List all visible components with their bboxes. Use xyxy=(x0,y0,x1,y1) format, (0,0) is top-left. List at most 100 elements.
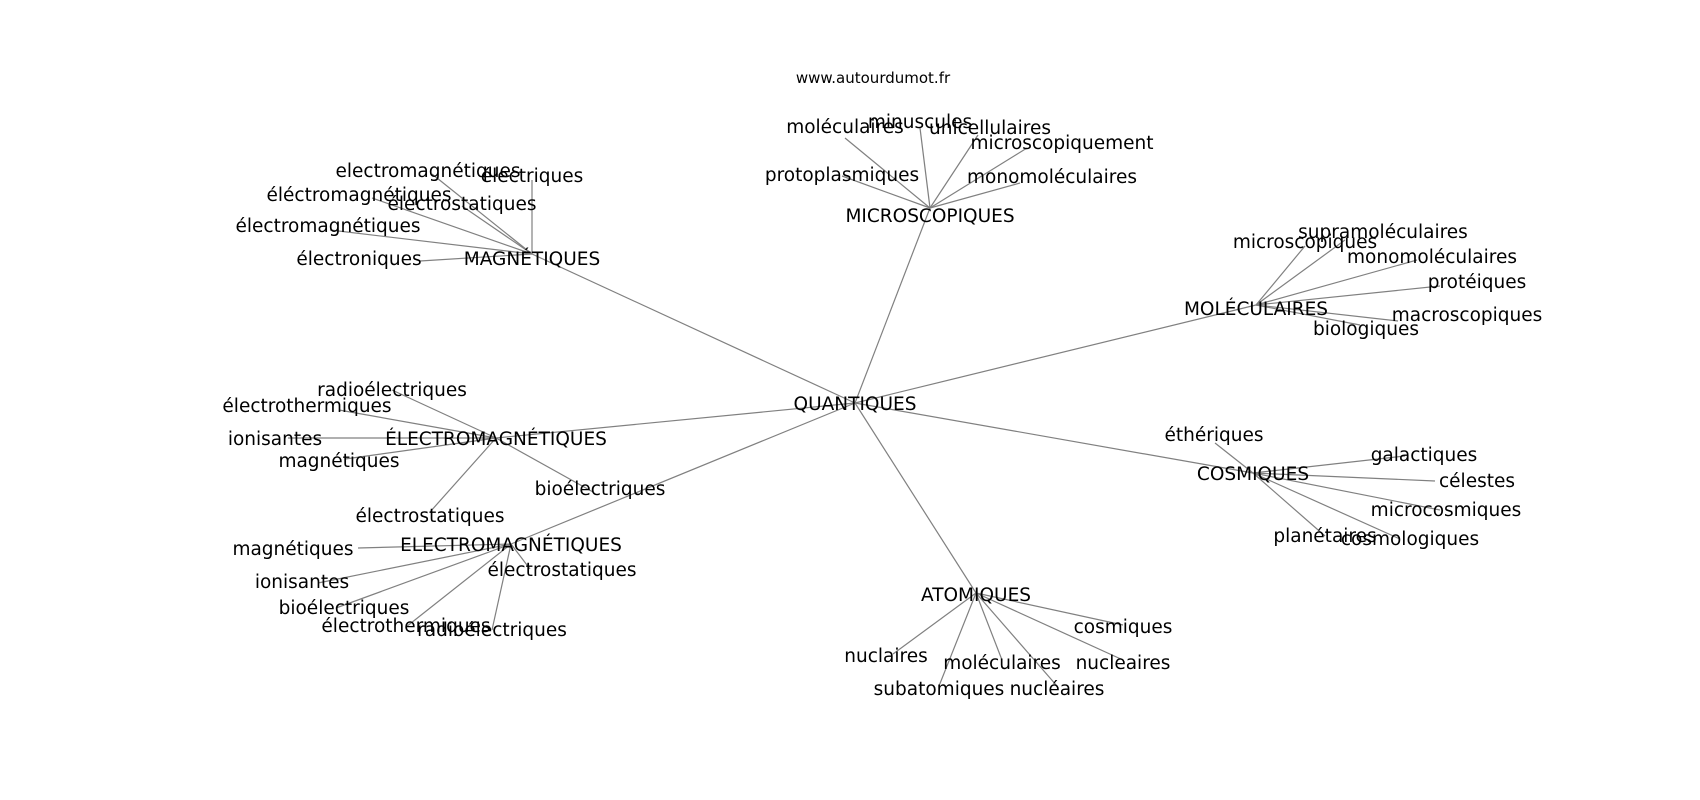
edge-electromagnetiques-accent-leaf xyxy=(391,389,497,439)
graph-labels: www.autourdumot.fr QUANTIQUES moléculair… xyxy=(222,69,1542,700)
center-node-label: QUANTIQUES xyxy=(794,394,917,415)
leaf-node-label: biologiques xyxy=(1313,319,1419,340)
edge-moleculaires-leaf xyxy=(1255,304,1361,326)
edge-center-to-electromagnetiques-accent xyxy=(495,402,856,439)
edge-atomiques-leaf xyxy=(975,592,1124,626)
edge-microscopiques-leaf xyxy=(841,175,931,209)
edge-cosmiques-leaf xyxy=(1214,442,1254,474)
leaf-node-label: galactiques xyxy=(1371,445,1478,466)
leaf-node-label: ionisantes xyxy=(255,572,349,593)
edge-atomiques-leaf xyxy=(975,592,1058,687)
edge-center-to-microscopiques xyxy=(854,207,931,404)
leaf-node-label: électrostatiques xyxy=(388,194,537,215)
edge-electromagnetiques-leaf xyxy=(510,543,531,570)
edge-cosmiques-leaf xyxy=(1252,472,1436,482)
edge-electromagnetiques-accent-leaf xyxy=(344,437,497,460)
edge-atomiques-leaf xyxy=(975,592,1124,661)
leaf-node-label: éthériques xyxy=(1165,425,1264,446)
leaf-node-label: électroniques xyxy=(296,249,421,270)
edge-cosmiques-leaf xyxy=(1252,472,1326,537)
graph-edges xyxy=(288,127,1441,687)
edge-center-to-moleculaires xyxy=(854,304,1257,404)
edge-electromagnetiques-leaf xyxy=(405,543,512,628)
edge-microscopiques-leaf xyxy=(929,182,1021,209)
leaf-node-label: unicellulaires xyxy=(929,118,1051,139)
edge-moleculaires-leaf xyxy=(1255,285,1441,306)
leaf-node-label: ionisantes xyxy=(228,429,322,450)
edge-moleculaires-leaf xyxy=(1255,239,1346,306)
edge-magnetiques-leaf xyxy=(461,205,533,255)
hub-node-label: MAGNÉTIQUES xyxy=(464,248,600,270)
edge-center-to-cosmiques xyxy=(854,402,1254,474)
leaf-node-label: électrothermiques xyxy=(321,616,490,637)
leaf-node-label: électrostatiques xyxy=(488,560,637,581)
leaf-node-label: moléculaires xyxy=(786,117,904,138)
edge-electromagnetiques-leaf xyxy=(491,543,512,631)
leaf-node-label: radioélectriques xyxy=(317,380,467,401)
edge-center-to-magnetiques xyxy=(531,253,856,404)
edge-electromagnetiques-leaf xyxy=(317,543,512,584)
leaf-node-label: nuclaires xyxy=(844,646,927,667)
edge-electromagnetiques-accent-leaf xyxy=(338,409,497,439)
edge-moleculaires-leaf xyxy=(1255,245,1306,306)
edge-electromagnetiques-leaf xyxy=(357,543,512,549)
leaf-node-label: électromagnétiques xyxy=(236,216,421,237)
edge-electromagnetiques-leaf xyxy=(335,543,512,609)
edge-moleculaires-leaf xyxy=(1255,304,1399,322)
leaf-node-label: protoplasmiques xyxy=(765,165,919,186)
leaf-node-label: monomoléculaires xyxy=(967,167,1137,188)
leaf-node-label: moléculaires xyxy=(943,653,1061,674)
leaf-node-label: planétaires xyxy=(1273,526,1376,547)
edge-microscopiques-leaf xyxy=(844,137,931,209)
leaf-node-label: électrothermiques xyxy=(222,396,391,417)
leaf-node-label: célestes xyxy=(1439,471,1515,492)
leaf-node-label: microscopiquement xyxy=(970,133,1153,154)
leaf-node-label: magnétiques xyxy=(278,451,399,472)
leaf-node-label: subatomiques xyxy=(874,679,1005,700)
watermark-text: www.autourdumot.fr xyxy=(796,69,951,87)
edge-cosmiques-leaf xyxy=(1252,472,1401,540)
leaf-node-label: minuscules xyxy=(868,112,972,133)
leaf-node-label: radioélectriques xyxy=(417,620,567,641)
edge-atomiques-leaf xyxy=(892,592,977,655)
leaf-node-label: electromagnétiques xyxy=(336,161,521,182)
leaf-node-label: éléctromagnétiques xyxy=(267,185,452,206)
edge-cosmiques-leaf xyxy=(1252,472,1441,511)
leaf-node-label: nucleaires xyxy=(1076,653,1171,674)
edge-microscopiques-leaf xyxy=(929,147,1028,209)
leaf-node-label: nucléaires xyxy=(1010,679,1105,700)
leaf-node-label: protéiques xyxy=(1428,272,1527,293)
edge-magnetiques-leaf xyxy=(419,253,533,262)
edge-magnetiques-leaf xyxy=(431,173,533,255)
leaf-node-label: cosmiques xyxy=(1074,617,1173,638)
edge-atomiques-leaf xyxy=(938,592,977,687)
edge-center-to-atomiques xyxy=(854,402,977,594)
leaf-node-label: électrostatiques xyxy=(356,506,505,527)
leaf-node-label: macroscopiques xyxy=(1392,305,1543,326)
leaf-node-label: magnétiques xyxy=(232,539,353,560)
leaf-node-label: supramoléculaires xyxy=(1298,222,1468,243)
leaf-node-label: microcosmiques xyxy=(1371,500,1522,521)
leaf-node-label: microscopiques xyxy=(1233,232,1377,253)
edge-center-to-electromagnetiques xyxy=(510,402,856,545)
leaf-node-label: électriques xyxy=(481,166,584,187)
edge-microscopiques-leaf xyxy=(929,134,979,209)
edge-electromagnetiques-accent-leaf xyxy=(495,437,594,493)
edge-moleculaires-leaf xyxy=(1255,259,1418,306)
edge-cosmiques-leaf xyxy=(1252,455,1406,474)
edge-atomiques-leaf xyxy=(975,592,1003,661)
leaf-node-label: cosmologiques xyxy=(1341,529,1479,550)
hub-node-label: ÉLECTROMAGNÉTIQUES xyxy=(385,428,607,450)
edge-electromagnetiques-accent-leaf xyxy=(429,437,497,513)
hub-node-label: ATOMIQUES xyxy=(921,585,1031,606)
edge-magnetiques-leaf xyxy=(371,197,533,255)
edge-microscopiques-leaf xyxy=(919,127,931,209)
leaf-node-label: monomoléculaires xyxy=(1347,247,1517,268)
hub-node-label: COSMIQUES xyxy=(1197,464,1309,485)
hub-node-label: MICROSCOPIQUES xyxy=(845,206,1014,227)
hub-node-label: ELECTROMAGNÉTIQUES xyxy=(400,534,622,556)
hub-node-label: MOLÉCULAIRES xyxy=(1184,298,1328,320)
leaf-node-label: bioélectriques xyxy=(535,479,666,500)
leaf-node-label: bioélectriques xyxy=(279,598,410,619)
